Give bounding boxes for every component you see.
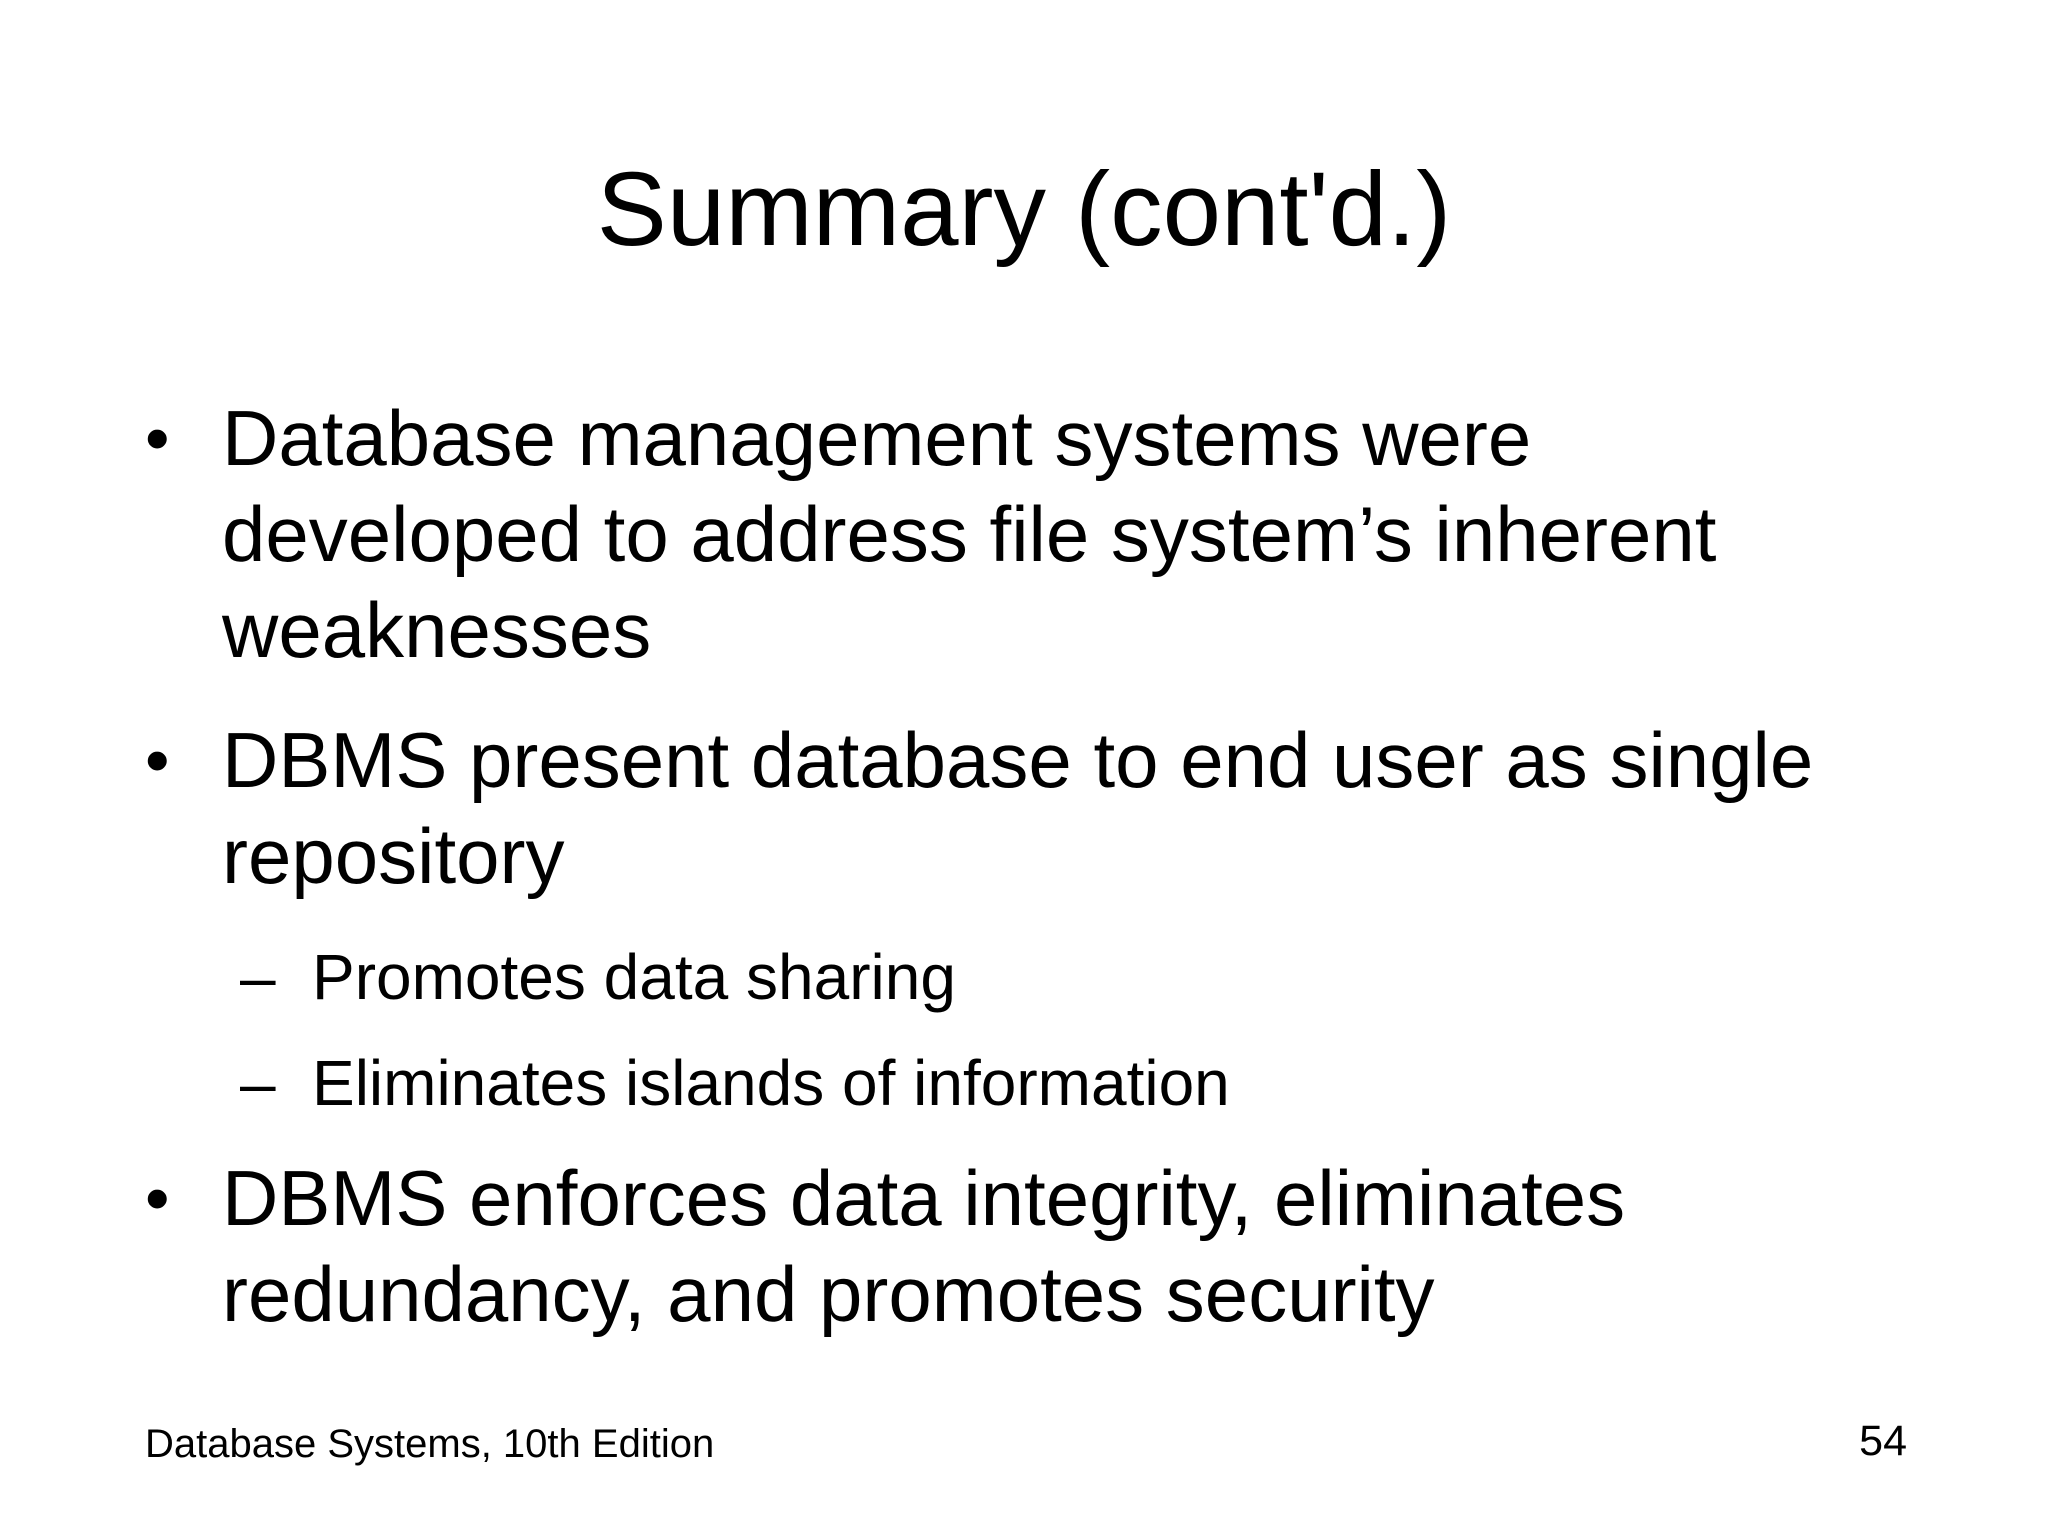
page-number: 54: [1859, 1417, 1907, 1465]
bullet-line: DBMS enforces data integrity, eliminates: [222, 1154, 1626, 1242]
bullet-marker: •: [145, 1159, 170, 1237]
bullet-item: • DBMS enforces data integrity, eliminat…: [145, 1150, 1968, 1342]
slide-title: Summary (cont'd.): [596, 151, 1452, 268]
bullet-text: Promotes data sharing: [312, 938, 1968, 1016]
bullet-item: • Database management systems were devel…: [145, 390, 1968, 678]
bullet-line: redundancy, and promotes security: [222, 1250, 1435, 1338]
bullet-line: DBMS present database to end user as sin…: [222, 716, 1814, 804]
bullet-list: • Database management systems were devel…: [145, 390, 1968, 1376]
bullet-marker: •: [145, 399, 170, 477]
bullet-text: Eliminates islands of information: [312, 1044, 1968, 1122]
footer-title: Database Systems, 10th Edition: [145, 1422, 715, 1466]
sub-bullet-item: – Eliminates islands of information: [240, 1044, 1968, 1122]
bullet-line: repository: [222, 812, 565, 900]
bullet-line: Database management systems were: [222, 394, 1532, 482]
bullet-item: • DBMS present database to end user as s…: [145, 712, 1968, 904]
bullet-line: weaknesses: [222, 586, 652, 674]
bullet-text: DBMS enforces data integrity, eliminates…: [222, 1150, 1968, 1342]
bullet-line: developed to address file system’s inher…: [222, 490, 1717, 578]
bullet-line: Promotes data sharing: [312, 941, 956, 1013]
bullet-marker: •: [145, 721, 170, 799]
bullet-line: Eliminates islands of information: [312, 1047, 1230, 1119]
bullet-text: Database management systems were develop…: [222, 390, 1968, 678]
bullet-text: DBMS present database to end user as sin…: [222, 712, 1968, 904]
dash-marker: –: [240, 941, 276, 1013]
dash-marker: –: [240, 1047, 276, 1119]
sub-bullet-item: – Promotes data sharing: [240, 938, 1968, 1016]
